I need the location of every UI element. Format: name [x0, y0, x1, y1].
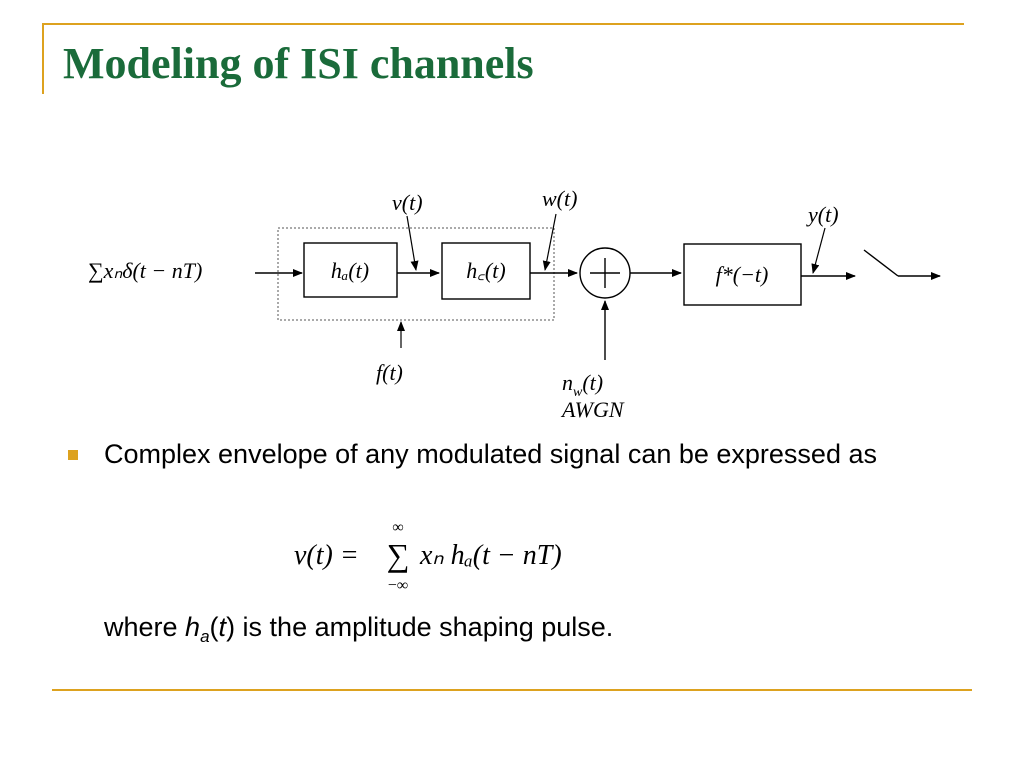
input-signal-label: ∑xₙδ(t − nT) [88, 258, 202, 283]
v-signal-label: v(t) [392, 190, 423, 215]
w-pointer [542, 213, 557, 271]
channel-filter-block [441, 242, 531, 300]
channel-boundary [277, 227, 555, 321]
channel-filter-label: h꜀(t) [466, 258, 505, 283]
footer-rule [52, 689, 972, 691]
title-frame-left-rule [42, 23, 44, 94]
v-pointer [406, 215, 419, 271]
explanation-subscript: a [200, 627, 210, 646]
awgn-label: AWGN [560, 397, 625, 422]
pulse-train-formula: v(t) = ∞ ∑ −∞ xₙ hₐ(t − nT) [290, 518, 630, 598]
y-pointer [811, 227, 826, 274]
noise-label: nw(t) [562, 370, 603, 400]
explanation-suffix: ) is the amplitude shaping pulse. [226, 612, 614, 642]
sum-upper-limit: ∞ [392, 519, 403, 536]
formula-lhs: v(t) = [294, 540, 359, 571]
bullet-marker [68, 450, 78, 460]
explanation-open-paren: ( [209, 612, 219, 642]
bullet-text: Complex envelope of any modulated signal… [104, 439, 877, 469]
shaping-filter-label: hₐ(t) [331, 258, 369, 283]
explanation-h: h [185, 612, 201, 642]
formula-body: xₙ hₐ(t − nT) [419, 540, 562, 571]
matched-filter-block [683, 243, 802, 306]
slide-title: Modeling of ISI channels [63, 39, 534, 88]
explanation-prefix: where [104, 612, 186, 642]
shaping-filter-block [303, 242, 398, 298]
explanation-line: where ha(t) is the amplitude shaping pul… [104, 612, 613, 647]
explanation-t: t [218, 612, 227, 642]
w-signal-label: w(t) [542, 186, 577, 211]
sampler-switch [863, 249, 899, 277]
sum-lower-limit: −∞ [388, 577, 408, 594]
y-signal-label: y(t) [806, 202, 839, 227]
matched-filter-label: f*(−t) [716, 262, 769, 287]
isi-channel-block-diagram: ∑xₙδ(t − nT) hₐ(t) h꜀(t) nw(t) AWGN f*(−… [80, 170, 960, 430]
f-signal-label: f(t) [376, 360, 403, 385]
title-frame-top-rule [42, 23, 964, 25]
sum-symbol: ∑ [387, 537, 410, 573]
